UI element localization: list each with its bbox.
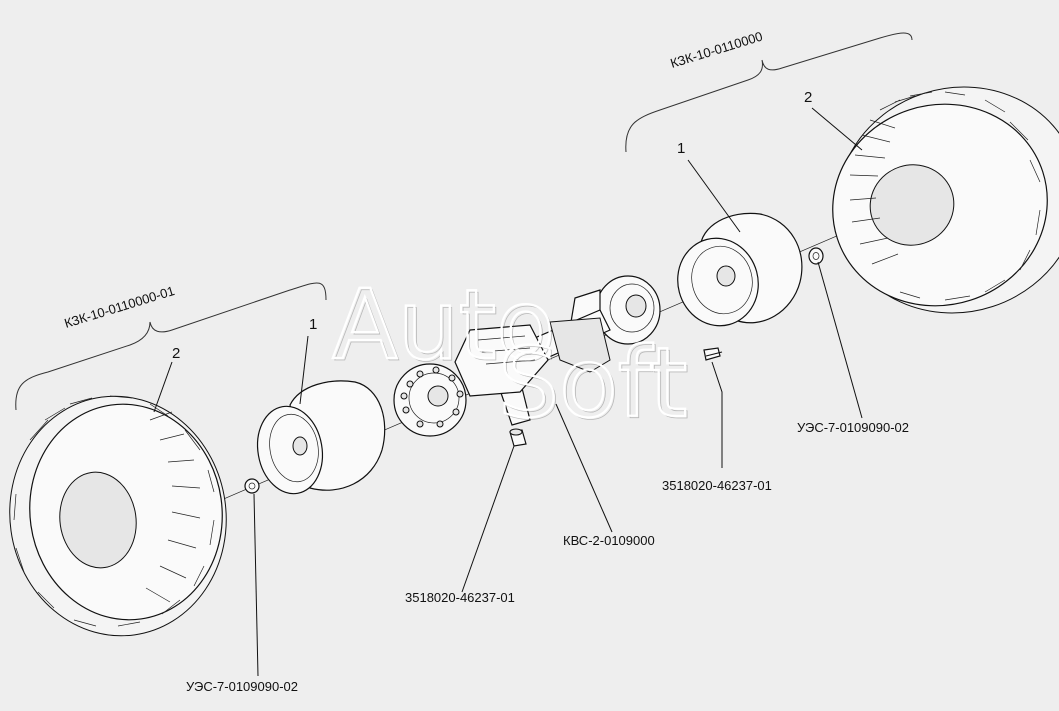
right-tire bbox=[832, 86, 1059, 314]
watermark-line1: Auto bbox=[334, 271, 557, 383]
assembly-bracket-left bbox=[15, 282, 327, 411]
label-axle: КВС-2-0109000 bbox=[563, 533, 655, 548]
label-nut-left: УЭС-7-0109090-02 bbox=[186, 679, 298, 694]
label-bolt-left: 3518020-46237-01 bbox=[405, 590, 515, 605]
label-assembly-left: КЗК-10-0110000-01 bbox=[62, 283, 176, 331]
label-tire-left: 2 bbox=[172, 345, 180, 362]
left-wheel-nut bbox=[244, 478, 260, 494]
left-wheel-rim bbox=[256, 380, 386, 495]
label-assembly-right: КЗК-10-0110000 bbox=[668, 29, 764, 71]
watermark-line2: Soft bbox=[500, 329, 689, 441]
right-wheel-nut bbox=[808, 247, 824, 265]
leader-rim-right bbox=[687, 159, 741, 233]
leader-bolt-right bbox=[711, 361, 723, 468]
leader-tire-left bbox=[153, 361, 173, 413]
label-nut-right: УЭС-7-0109090-02 bbox=[797, 420, 909, 435]
left-bolt bbox=[509, 428, 527, 447]
label-rim-right: 1 bbox=[677, 140, 685, 157]
leader-nut-left bbox=[253, 493, 259, 677]
label-bolt-right: 3518020-46237-01 bbox=[662, 478, 772, 493]
label-rim-left: 1 bbox=[309, 316, 317, 333]
svg-text:Soft: Soft bbox=[498, 327, 687, 439]
axle-assembly bbox=[393, 275, 661, 437]
svg-text:Auto: Auto bbox=[332, 269, 555, 381]
assembly-bracket-right bbox=[625, 32, 913, 153]
leader-nut-right bbox=[817, 261, 863, 419]
label-tire-right: 2 bbox=[804, 89, 812, 106]
leader-bolt-left bbox=[461, 445, 515, 593]
left-tire bbox=[9, 395, 227, 637]
leader-rim-left bbox=[299, 335, 309, 405]
leader-tire-right bbox=[811, 107, 863, 151]
leader-axle bbox=[555, 403, 613, 533]
watermark: Auto Auto Soft Soft bbox=[331, 268, 690, 442]
right-bolt bbox=[703, 347, 723, 361]
right-wheel-rim bbox=[677, 212, 803, 327]
